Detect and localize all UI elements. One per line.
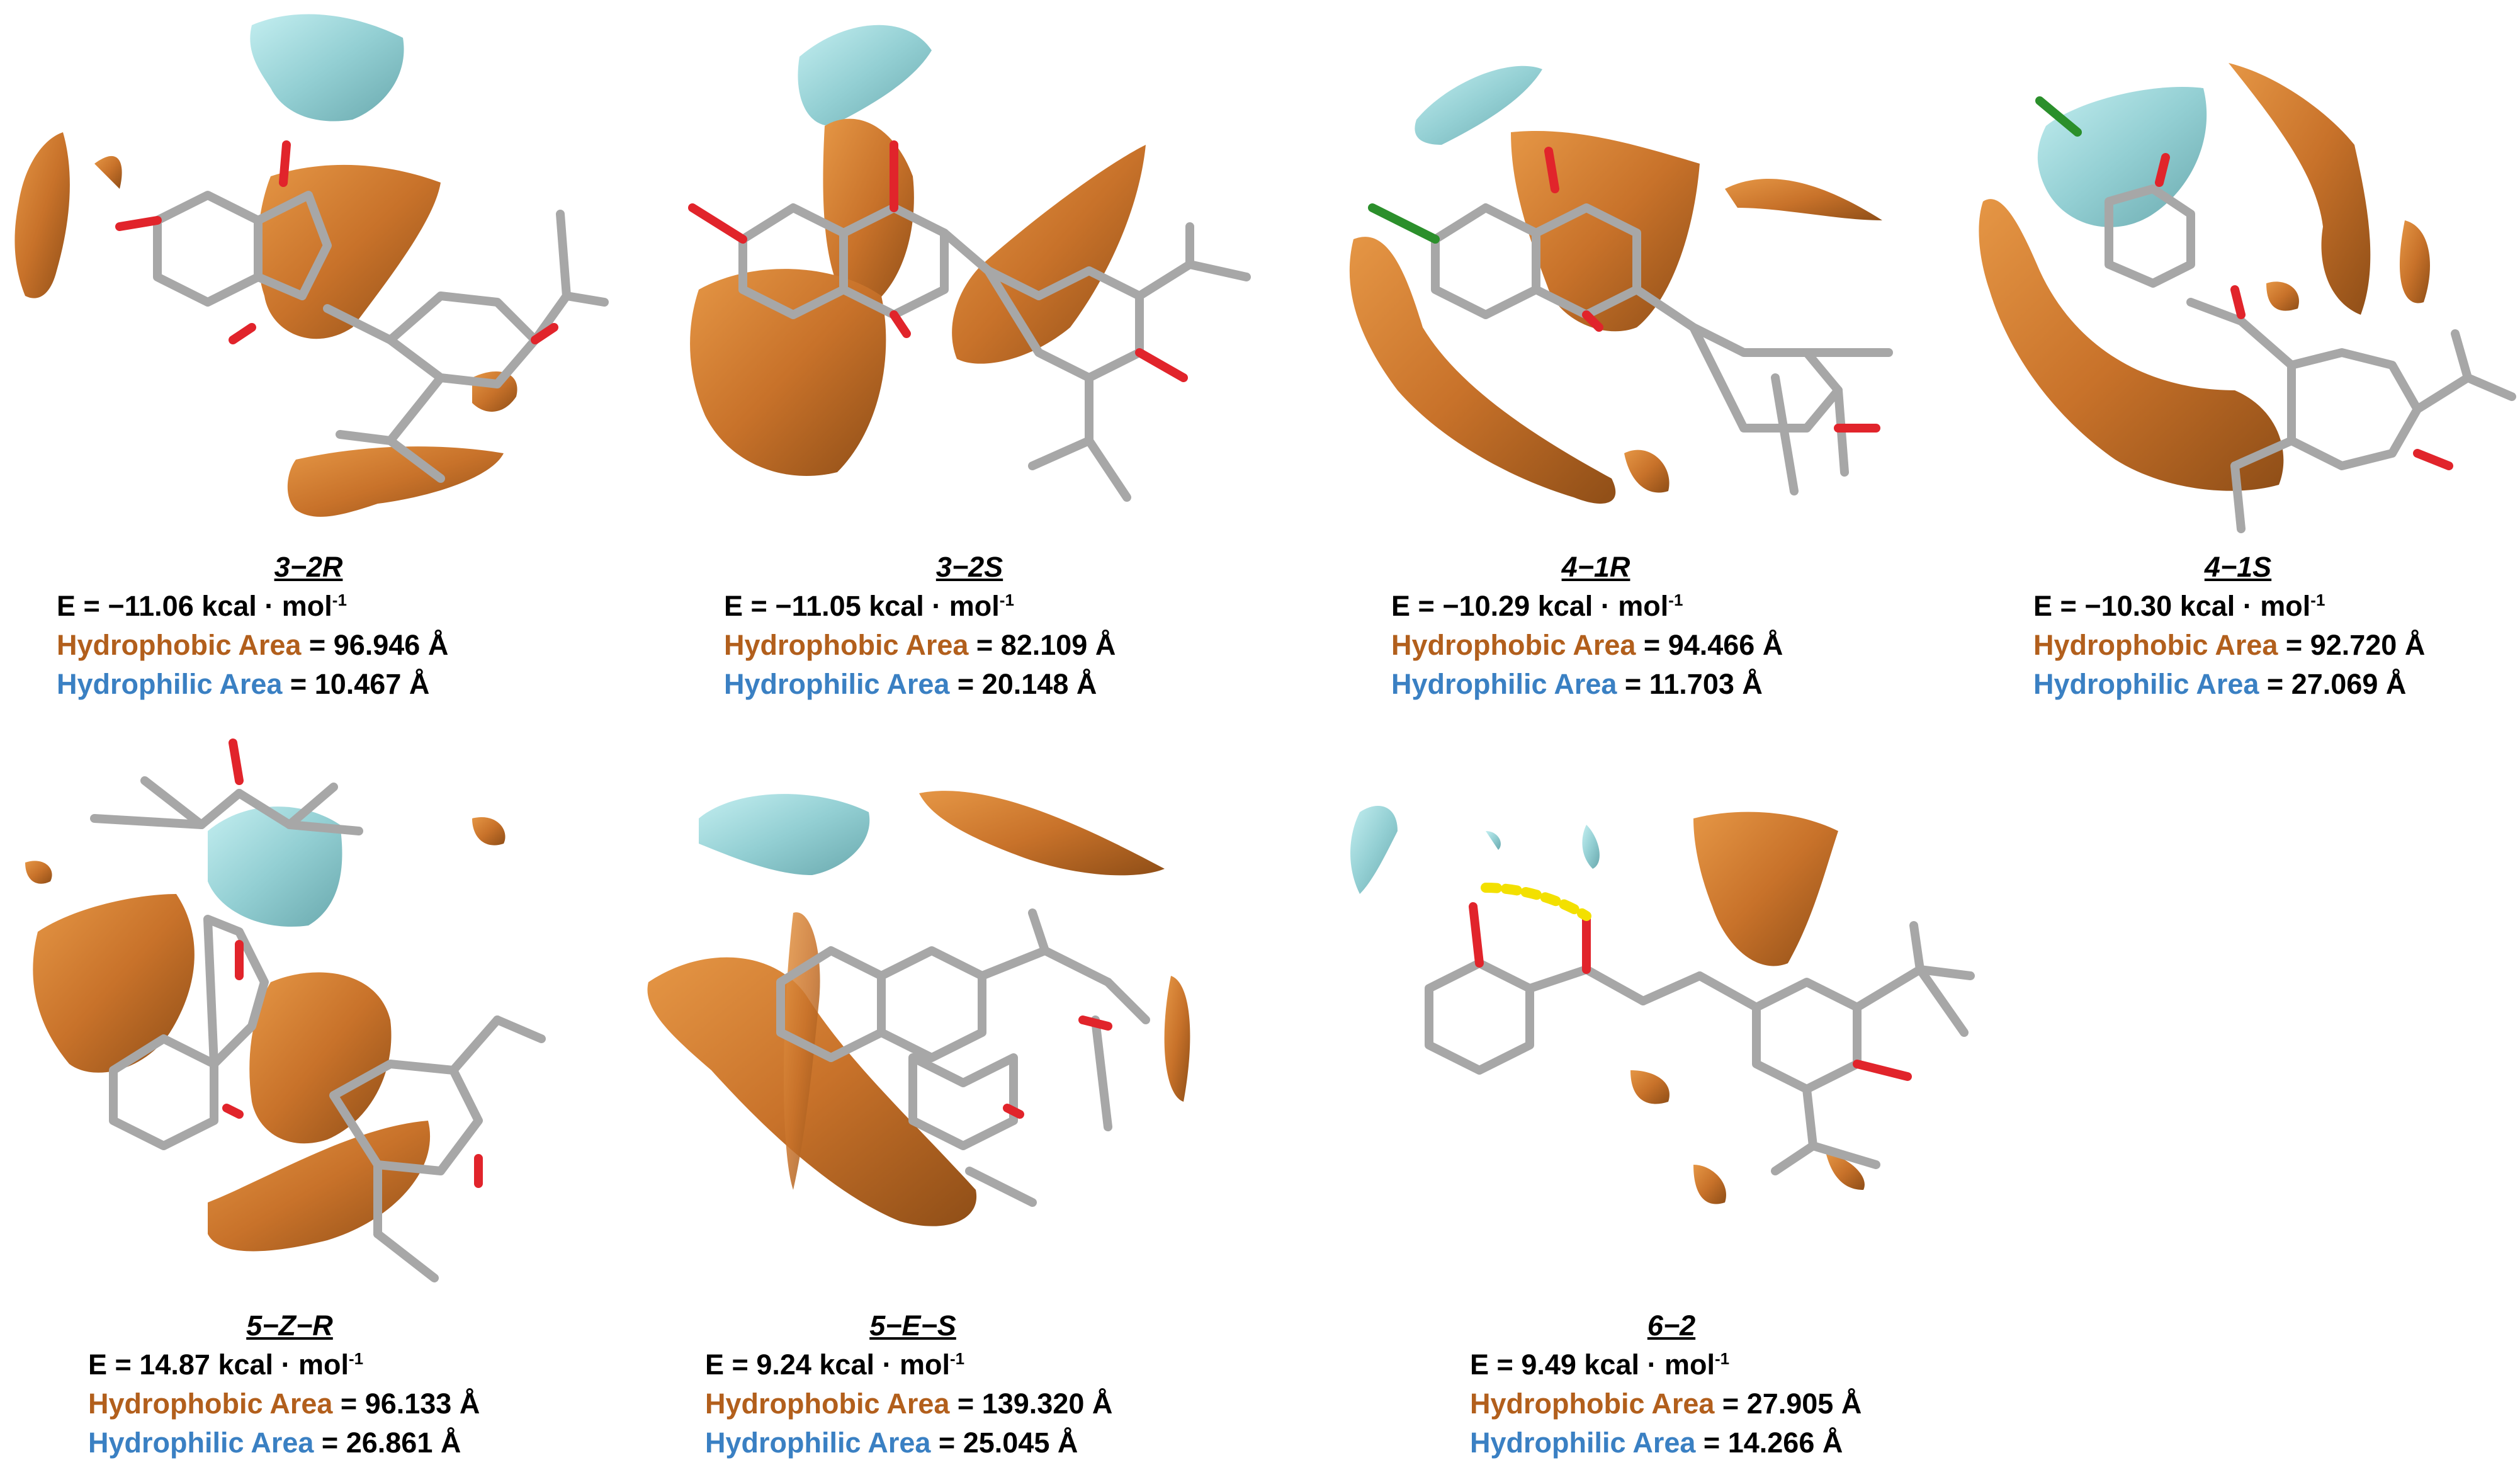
hydrophobic-line: Hydrophobic Area = 27.905 Å [1470,1388,1862,1420]
caption-3-2R: 3−2R E = −11.06 kcal · mol-1 Hydrophobic… [57,548,560,704]
caption-6-2: 6−2 E = 9.49 kcal · mol-1 Hydrophobic Ar… [1470,1306,1873,1462]
energy-line: E = −10.30 kcal · mol-1 [2033,590,2325,622]
energy-line: E = 9.49 kcal · mol-1 [1470,1349,1730,1381]
molecule-5-Z-R [25,738,546,1282]
energy-line: E = −11.05 kcal · mol-1 [724,590,1014,622]
energy-line: E = −11.06 kcal · mol-1 [57,590,347,622]
molecule-5-E-S [647,791,1190,1226]
panel-title: 6−2 [1647,1309,1696,1342]
molecule-4-1S [1979,63,2516,533]
hydrophobic-line: Hydrophobic Area = 82.109 Å [724,629,1116,661]
molecule-4-1R [1349,65,1893,504]
caption-5-Z-R: 5−Z−R E = 14.87 kcal · mol-1 Hydrophobic… [88,1306,491,1462]
energy-line: E = −10.29 kcal · mol-1 [1391,590,1683,622]
hydrophilic-line: Hydrophilic Area = 26.861 Å [88,1427,461,1459]
caption-3-2S: 3−2S E = −11.05 kcal · mol-1 Hydrophobic… [724,548,1215,704]
hydrophilic-line: Hydrophilic Area = 11.703 Å [1391,668,1763,700]
hydrophobic-line: Hydrophobic Area = 94.466 Å [1391,629,1783,661]
panel-title: 5−Z−R [246,1309,333,1342]
energy-line: E = 14.87 kcal · mol-1 [88,1349,364,1381]
panel-title: 4−1S [2204,551,2272,583]
caption-5-E-S: 5−E−S E = 9.24 kcal · mol-1 Hydrophobic … [705,1306,1121,1462]
hydrophilic-line: Hydrophilic Area = 20.148 Å [724,668,1097,700]
hydrophilic-line: Hydrophilic Area = 25.045 Å [705,1427,1078,1459]
hydrophobic-line: Hydrophobic Area = 96.946 Å [57,629,449,661]
hydrophilic-line: Hydrophilic Area = 10.467 Å [57,668,430,700]
hydrophobic-line: Hydrophobic Area = 139.320 Å [705,1388,1113,1420]
panel-title: 3−2R [274,551,343,583]
caption-4-1R: 4−1R E = −10.29 kcal · mol-1 Hydrophobic… [1391,548,1800,704]
molecule-3-2S [688,25,1251,502]
energy-line: E = 9.24 kcal · mol-1 [705,1349,965,1381]
hydrophilic-line: Hydrophilic Area = 27.069 Å [2033,668,2407,700]
caption-4-1S: 4−1S E = −10.30 kcal · mol-1 Hydrophobic… [2033,548,2443,704]
hydrophilic-line: Hydrophilic Area = 14.266 Å [1470,1427,1843,1459]
molecule-6-2 [1350,806,1975,1204]
hydrophobic-line: Hydrophobic Area = 92.720 Å [2033,629,2426,661]
hydrophobic-line: Hydrophobic Area = 96.133 Å [88,1388,480,1420]
panel-title: 3−2S [935,551,1003,583]
panel-title: 5−E−S [869,1309,956,1342]
panel-title: 4−1R [1561,551,1630,583]
molecule-3-2R [14,14,609,517]
